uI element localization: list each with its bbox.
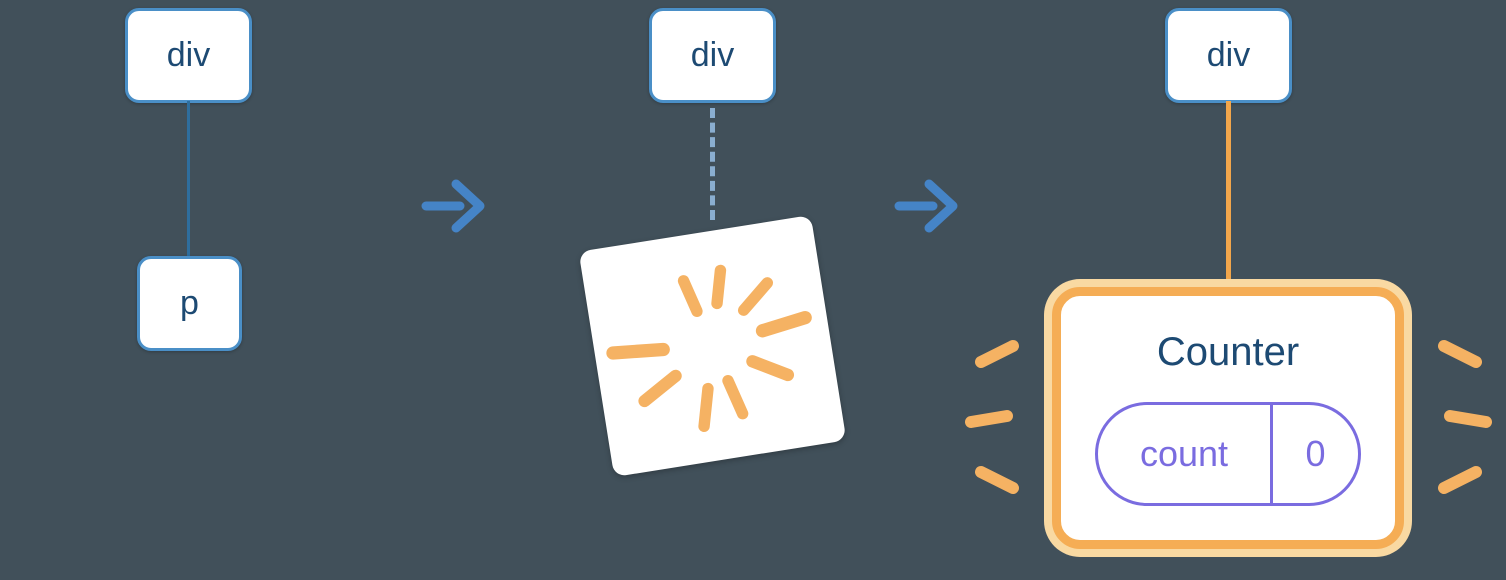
sparks-icon — [1438, 340, 1492, 494]
sparks-icon — [965, 340, 1019, 494]
arrow-right-icon — [894, 179, 958, 233]
poof-parent-node: div — [649, 8, 776, 103]
poof-square — [578, 215, 847, 477]
before-tree-edge — [187, 101, 190, 257]
state-pill: count 0 — [1095, 402, 1361, 506]
arrow-right-icon — [421, 179, 485, 233]
poof-tree-dashed-edge — [710, 108, 715, 220]
after-parent-node: div — [1165, 8, 1292, 103]
before-parent-node: div — [125, 8, 252, 103]
after-tree-edge — [1226, 101, 1231, 289]
before-child-node: p — [137, 256, 242, 351]
state-key-label: count — [1139, 433, 1229, 474]
counter-card: Counter count 0 — [1052, 287, 1404, 549]
counter-title: Counter — [1156, 330, 1300, 374]
poof-burst-icon — [606, 264, 812, 433]
state-value-label: 0 — [1270, 405, 1358, 503]
